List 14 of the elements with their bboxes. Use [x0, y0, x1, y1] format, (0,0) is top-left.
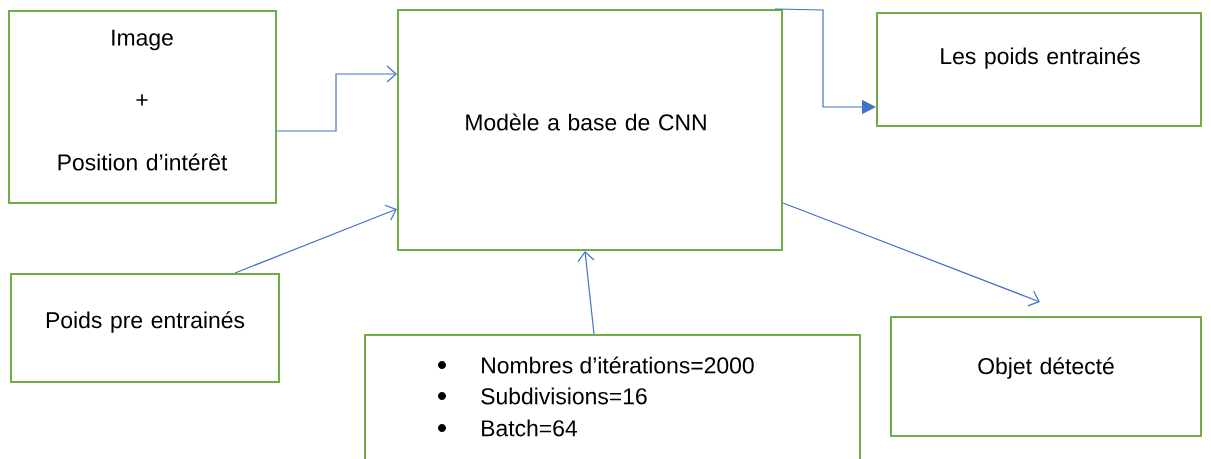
arrow: [577, 251, 595, 335]
arrow: [782, 202, 1040, 307]
box-text: Batch=64: [482, 419, 577, 437]
box-text: Les poids entrainés: [941, 47, 1140, 69]
box-text: Nombres d’itérations=2000: [482, 356, 754, 374]
box-text: Modèle a base de CNN: [466, 113, 706, 131]
box-text: Position d’intérêt: [58, 153, 228, 171]
box-text: Poids pre entrainés: [46, 311, 245, 333]
box-text: Subdivisions=16: [481, 387, 647, 405]
arrow: [276, 65, 397, 132]
box-text: Objet détecté: [978, 357, 1114, 379]
arrow: [234, 204, 397, 274]
box-text: +: [136, 94, 148, 106]
box-text: Image: [112, 29, 173, 51]
